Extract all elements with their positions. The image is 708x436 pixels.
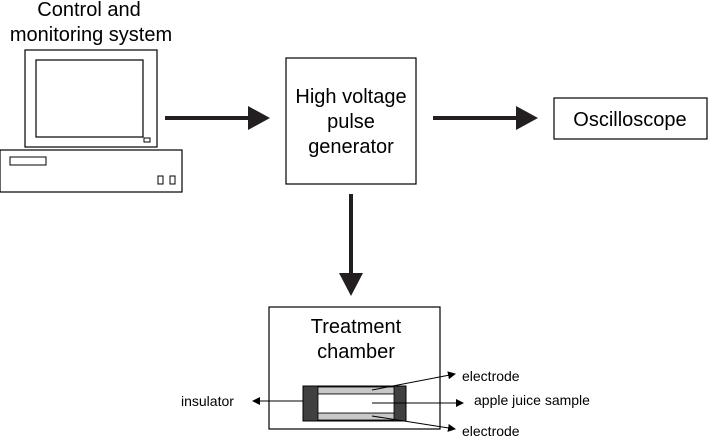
generator-label-line1: High voltage — [295, 86, 406, 108]
arrow-computer-to-generator — [165, 106, 270, 130]
computer-label-line2: monitoring system — [10, 24, 172, 46]
base-button-1 — [157, 175, 164, 185]
electrode-bottom — [317, 412, 395, 421]
computer-base — [0, 149, 183, 193]
chamber-title-line2: chamber — [317, 341, 395, 363]
generator-label-line3: generator — [308, 136, 394, 158]
monitor-screen — [35, 59, 144, 138]
chamber-title-line1: Treatment — [311, 316, 402, 338]
arrow-generator-to-chamber — [339, 194, 363, 296]
drive-slot — [9, 156, 47, 166]
pulse-generator-box: High voltage pulse generator — [285, 57, 417, 185]
arrow-generator-to-oscilloscope — [433, 106, 538, 130]
oscilloscope-box: Oscilloscope — [553, 97, 708, 140]
label-electrode-bottom: electrode — [462, 423, 520, 436]
generator-label-line2: pulse — [327, 111, 375, 133]
computer-label-line1: Control and — [37, 0, 140, 21]
monitor-button — [143, 137, 151, 143]
pointer-electrode-top — [371, 371, 456, 391]
treatment-chamber-box: Treatment chamber — [268, 306, 441, 430]
label-insulator: insulator — [181, 393, 234, 409]
computer-icon: Control and monitoring system — [0, 0, 183, 193]
pointer-electrode-bottom — [371, 415, 456, 432]
oscilloscope-label: Oscilloscope — [573, 109, 686, 131]
label-electrode-top: electrode — [462, 368, 520, 384]
label-apple-juice-sample: apple juice sample — [474, 392, 590, 408]
base-button-2 — [169, 175, 176, 185]
